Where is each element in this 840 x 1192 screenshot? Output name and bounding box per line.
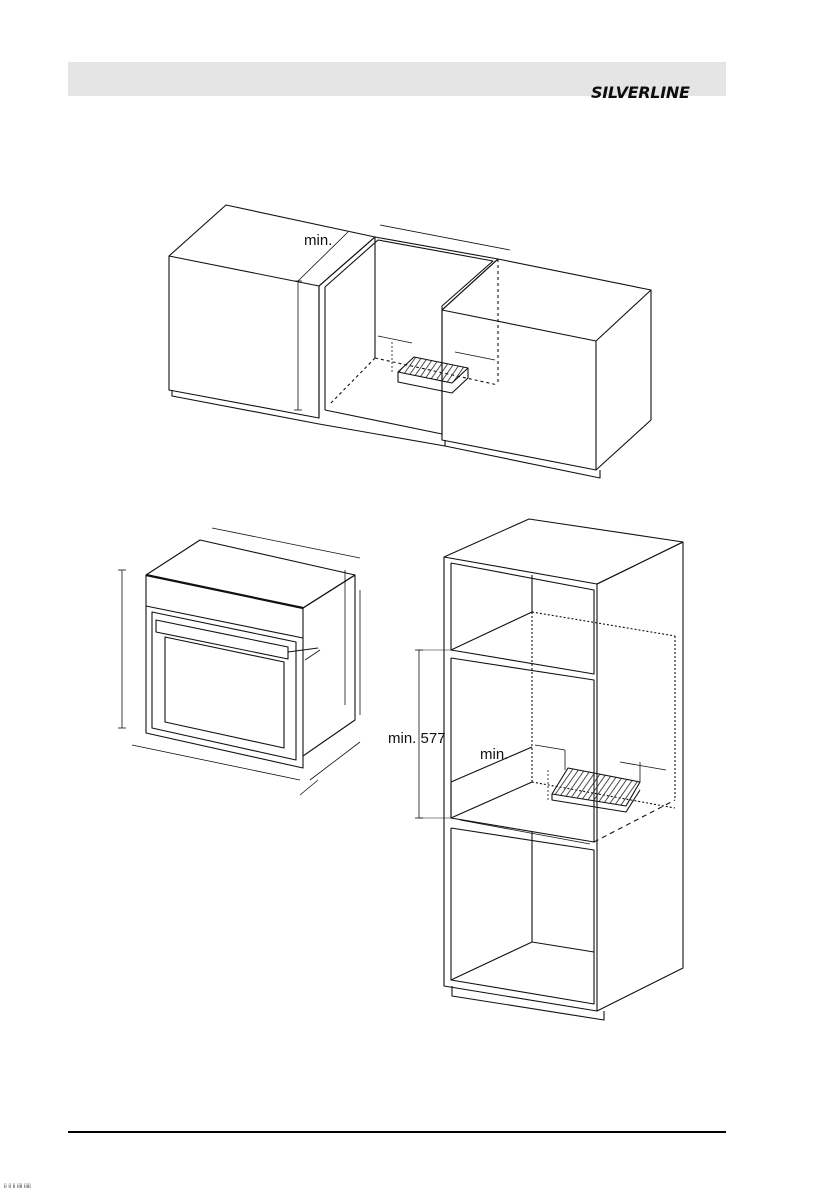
min-height-label: min. 577 bbox=[388, 730, 446, 747]
footer-rule bbox=[68, 1131, 726, 1133]
min-clearance-label: min. bbox=[304, 232, 332, 249]
oven-unit bbox=[118, 528, 360, 795]
page-marker: ii ii ii iiii iiiii bbox=[4, 1184, 31, 1190]
under-counter-cabinet-row bbox=[169, 205, 651, 478]
min-depth-label: min. bbox=[480, 746, 508, 763]
column-cabinet bbox=[415, 519, 683, 1020]
